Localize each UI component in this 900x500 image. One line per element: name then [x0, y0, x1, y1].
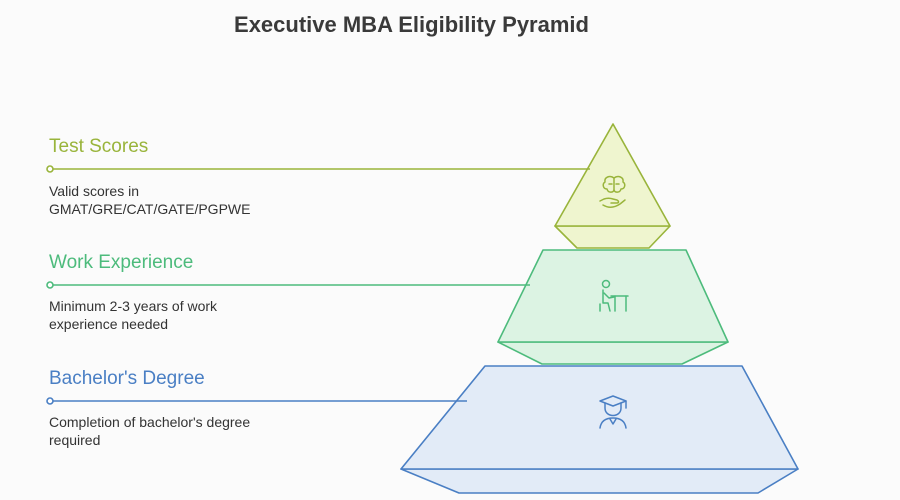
level-heading-test-scores: Test Scores — [49, 136, 149, 157]
person-at-desk-icon — [599, 279, 629, 312]
level-heading-bachelors-degree: Bachelor's Degree — [49, 368, 205, 389]
tier-front-face — [400, 365, 799, 470]
pyramid-tier-work-experience — [497, 249, 729, 365]
level-heading-work-experience: Work Experience — [49, 252, 194, 273]
graduate-icon — [599, 395, 627, 429]
tier-bottom-face — [554, 225, 671, 249]
tier-bottom-face — [400, 468, 799, 494]
connector-dot-test-scores — [46, 165, 54, 173]
connector-dot-work-experience — [46, 281, 54, 289]
connector-dot-bachelors-degree — [46, 397, 54, 405]
tier-front-face — [554, 123, 671, 227]
pyramid-tier-test-scores — [554, 123, 671, 249]
level-description-work-experience: Minimum 2-3 years of work experience nee… — [49, 298, 218, 332]
brain-in-hand-icon — [599, 175, 626, 208]
level-description-test-scores: Valid scores in GMAT/GRE/CAT/GATE/PGPWE — [49, 183, 251, 217]
diagram-title: Executive MBA Eligibility Pyramid — [234, 12, 589, 37]
pyramid-tier-bachelors-degree — [400, 365, 799, 494]
level-description-bachelors-degree: Completion of bachelor's degree required — [49, 414, 251, 448]
tier-bottom-face — [497, 341, 729, 365]
